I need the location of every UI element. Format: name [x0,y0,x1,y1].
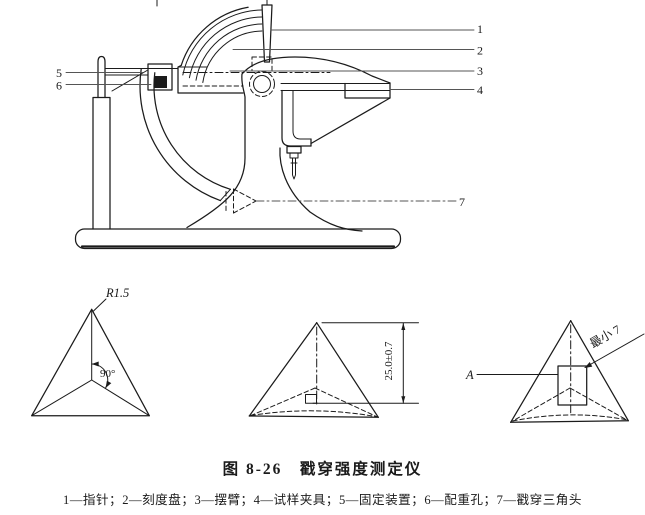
fixing-device [104,63,179,92]
pivot [249,56,275,97]
pointer-stand [92,55,111,230]
radius-dim-label: R1.5 [105,286,129,300]
min-depth-label: 最小 7 [587,322,623,351]
callout-label-1: 1 [477,22,483,36]
detail-side-view: 25.0±0.7 [248,322,419,418]
detail-back-view: A 最小 7 [465,320,645,423]
callout-label-6: 6 [56,79,62,93]
clamp-screw [286,145,302,180]
specimen-clamp [280,82,391,147]
pointer-needle [261,0,273,63]
height-dim-label: 25.0±0.7 [383,341,395,381]
callout-label-7: 7 [459,195,465,209]
pendulum-arm [139,68,232,202]
detail-front-view: R1.5 90° [31,286,150,417]
window-area-label: A [465,368,474,382]
figure-caption: 图 8-26 戳穿强度测定仪 [222,461,423,478]
dial-fan [177,6,331,94]
callout-label-4: 4 [477,83,483,97]
callout-leaders [65,29,475,202]
figure-legend: 1—指针；2—刻度盘；3—摆臂；4—试样夹具；5—固定装置；6—配重孔；7—戳穿… [63,493,582,507]
callout-label-3: 3 [477,64,483,78]
angle-dim-label: 90° [100,368,115,380]
machine-base [74,228,402,250]
puncture-head [225,188,257,214]
callout-label-2: 2 [477,44,483,58]
counterweight-hole [154,76,167,88]
callout-label-5: 5 [56,66,62,80]
